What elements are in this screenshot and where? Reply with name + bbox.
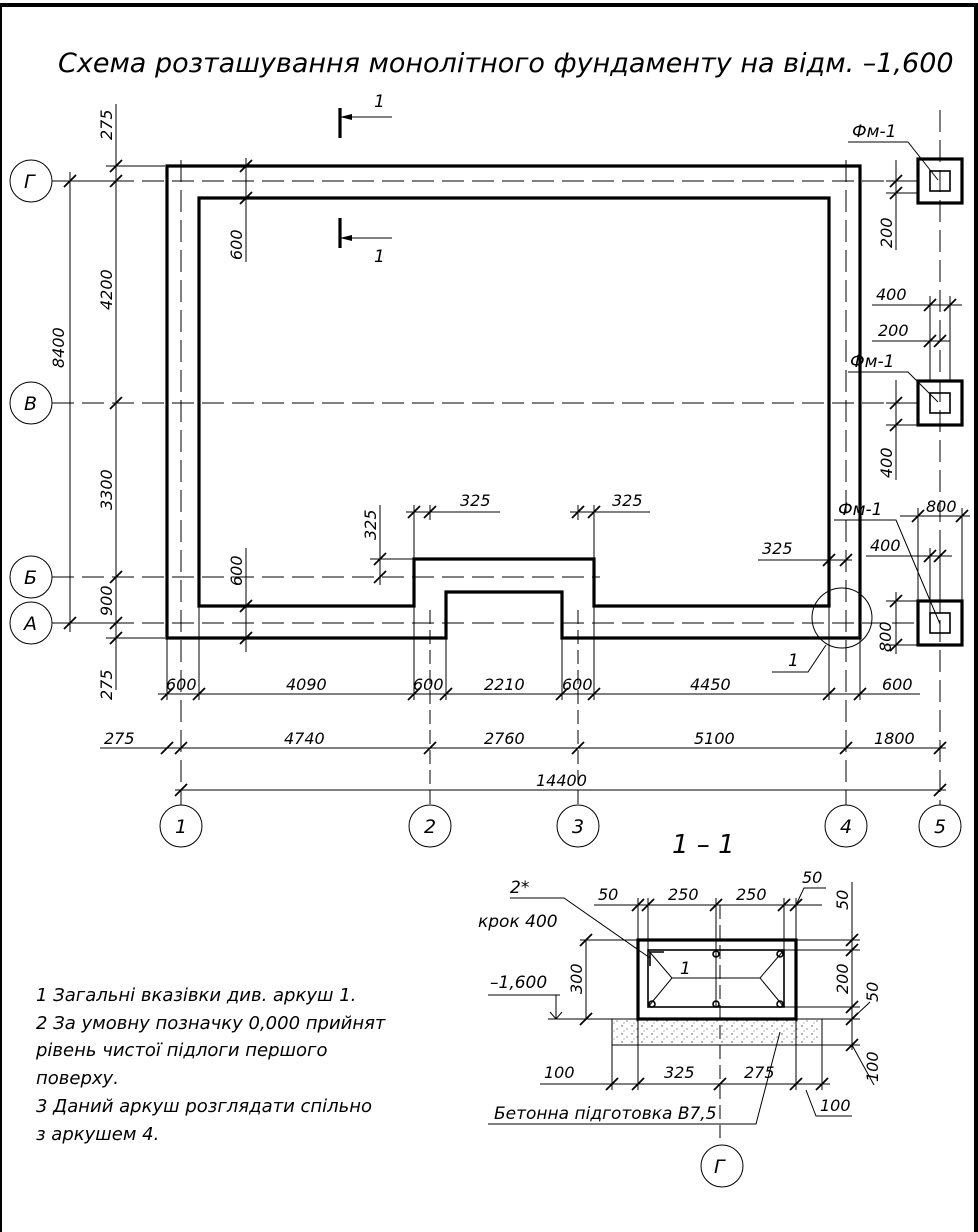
sec-dim-bot-2: 275 <box>744 1063 775 1082</box>
dim-800-a: 800 <box>926 497 957 516</box>
section-title: 1 – 1 <box>672 830 735 860</box>
note-line-2: 2 За умовну позначку 0,000 прийнят <box>36 1013 386 1034</box>
section-1-1: 1 Г 2* крок 400 –1,600 50 250 250 50 <box>478 868 882 1188</box>
pier-label-2: Фм-1 <box>850 352 894 372</box>
foundation-strip <box>165 164 862 640</box>
foundation-inner-contour <box>197 196 831 608</box>
pier-label-1: Фм-1 <box>852 122 896 142</box>
dim-325-b: 325 <box>612 491 643 510</box>
right-dimensions: 200 400 200 400 800 400 800 <box>866 160 970 654</box>
level-mark: –1,600 <box>490 973 547 993</box>
pier-inner-1 <box>929 170 951 192</box>
axis-bubble-V: В <box>24 393 37 415</box>
dim-400-b: 400 <box>877 447 896 478</box>
dim-row1-4: 600 <box>562 675 593 694</box>
sec-dim-200: 200 <box>833 963 852 994</box>
sec-dim-50-b: 50 <box>863 982 882 1002</box>
step-label: крок 400 <box>478 912 558 932</box>
note-line-1: 1 Загальні вказівки див. аркуш 1. <box>36 985 356 1006</box>
dim-row2-1: 4740 <box>284 729 325 748</box>
foundation-outer-contour <box>165 164 862 640</box>
dim-row2-3: 5100 <box>694 729 735 748</box>
pier-leader-3 <box>834 519 941 625</box>
concrete-label: Бетонна підготовка В7,5 <box>494 1104 717 1124</box>
sec-dim-bot-1: 325 <box>664 1063 695 1082</box>
axis-bubble-B: Б <box>24 567 37 589</box>
axis-bubble-3: 3 <box>572 816 584 838</box>
axis-bubble-1: 1 <box>175 816 187 838</box>
dim-row1-6: 600 <box>882 675 913 694</box>
general-notes: 1 Загальні вказівки див. аркуш 1. 2 За у… <box>35 985 386 1145</box>
dim-row2-4: 1800 <box>874 729 915 748</box>
dim-row2-0: 275 <box>104 729 135 748</box>
dim-200-right: 200 <box>877 217 896 248</box>
sec-dim-bot-0: 100 <box>544 1063 575 1082</box>
dim-row1-5: 4450 <box>690 675 731 694</box>
drawing-title: Схема розташування монолітного фундамент… <box>58 48 954 79</box>
dim-325-vertical: 325 <box>361 509 380 540</box>
dim-4200: 4200 <box>97 269 116 310</box>
axis-bubble-A: А <box>22 613 37 635</box>
bar-mark: 1 <box>680 959 691 979</box>
sec-dim-50-right: 50 <box>833 890 852 910</box>
sec-dim-top-3: 50 <box>802 868 822 887</box>
dim-400-c: 400 <box>870 536 901 555</box>
dim-total: 14400 <box>536 771 587 790</box>
dim-600-top: 600 <box>227 229 246 260</box>
dim-275-top: 275 <box>97 109 116 140</box>
note-line-6: з аркушем 4. <box>36 1124 159 1145</box>
grid-axes <box>52 110 941 805</box>
footing-outline <box>636 938 798 1021</box>
sec-dim-300: 300 <box>567 963 586 994</box>
dim-row1-3: 2210 <box>484 675 525 694</box>
section-axis: Г <box>714 1156 726 1178</box>
dim-800-b: 800 <box>876 621 895 652</box>
dim-900: 900 <box>97 585 116 616</box>
axis-bubble-2: 2 <box>424 816 436 838</box>
dim-row1-1: 4090 <box>286 675 327 694</box>
sec-dim-top-1: 250 <box>668 885 699 904</box>
pier-inner-2 <box>929 392 951 414</box>
section-cut-marks: 1 1 <box>338 92 392 267</box>
note-line-3: рівень чистої підлоги першого <box>35 1040 328 1061</box>
node-callout: 1 <box>772 587 873 673</box>
section-mark-top: 1 <box>374 92 385 112</box>
pier-label-3: Фм-1 <box>838 500 882 520</box>
dim-3300: 3300 <box>97 469 116 510</box>
piers: Фм-1 Фм-1 Фм-1 <box>834 122 964 647</box>
inner-dimensions: 600 600 325 325 325 325 <box>227 158 853 652</box>
dim-200-b: 200 <box>878 321 909 340</box>
note-line-5: 3 Даний аркуш розглядати спільно <box>36 1096 372 1117</box>
axis-bubble-4: 4 <box>840 816 852 838</box>
sec-dim-100-v: 100 <box>863 1051 882 1082</box>
dim-400-a: 400 <box>876 285 907 304</box>
section-mark-bottom: 1 <box>374 247 385 267</box>
axis-bubble-5: 5 <box>934 816 946 838</box>
dim-600-bot: 600 <box>227 555 246 586</box>
rebar-label: 2* <box>510 878 529 898</box>
concrete-preparation <box>611 1018 823 1046</box>
note-line-4: поверху. <box>36 1068 119 1089</box>
pier-leader-2 <box>848 371 939 403</box>
dim-row2-2: 2760 <box>484 729 525 748</box>
dim-row1-0: 600 <box>166 675 197 694</box>
dim-325-c: 325 <box>762 539 793 558</box>
axis-bubble-G: Г <box>24 171 36 193</box>
sheet-frame <box>0 3 978 1232</box>
sec-dim-top-0: 50 <box>598 885 618 904</box>
pier-leader-1 <box>848 141 939 181</box>
sec-dim-100-h: 100 <box>820 1096 851 1115</box>
dim-325-a: 325 <box>460 491 491 510</box>
node-mark: 1 <box>788 651 799 671</box>
dim-row1-2: 600 <box>413 675 444 694</box>
dim-275-bot: 275 <box>97 669 116 700</box>
axis-bubbles: Г В Б А 1 2 3 4 5 <box>9 159 962 848</box>
dim-8400: 8400 <box>49 327 68 368</box>
bottom-dimensions: 600 4090 600 2210 600 4450 600 275 4740 … <box>100 606 947 797</box>
left-dimensions: 275 4200 8400 3300 900 275 <box>49 104 165 700</box>
sec-dim-top-2: 250 <box>736 885 767 904</box>
